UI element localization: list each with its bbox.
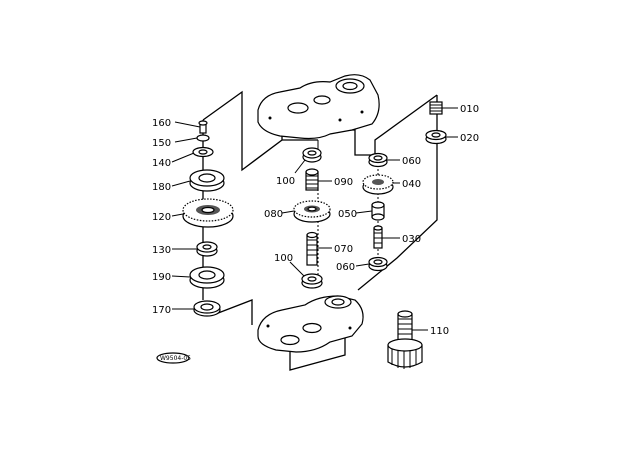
callout-070: 070	[334, 244, 353, 255]
callout-160: 160	[152, 118, 171, 129]
part-150-nut	[196, 134, 210, 142]
part-130-collar	[196, 241, 218, 257]
reference-tag: W9504-05	[156, 352, 191, 364]
callout-060-upper: 060	[402, 156, 421, 167]
callout-labels: 160 150 140 180 120 130 190 170 100 090 …	[152, 104, 479, 337]
part-110-pinion-shaft	[387, 310, 423, 369]
callout-100-lower: 100	[274, 253, 293, 264]
callout-110: 110	[430, 326, 449, 337]
callout-140: 140	[152, 158, 171, 169]
leader-lines	[171, 107, 458, 331]
callout-040: 040	[402, 179, 421, 190]
part-100-upper-bearing	[302, 147, 322, 163]
part-060-lower-bearing	[368, 256, 388, 272]
callout-010: 010	[460, 104, 479, 115]
part-190-bearing	[189, 266, 225, 289]
part-010-spring	[429, 101, 443, 115]
part-070-shaft	[306, 231, 318, 266]
callout-020: 020	[460, 133, 479, 144]
callout-030: 030	[402, 234, 421, 245]
callout-120: 120	[152, 212, 171, 223]
part-160-bolt	[198, 120, 208, 134]
part-020-seal	[425, 129, 447, 145]
part-050-sleeve	[371, 201, 385, 221]
callout-180: 180	[152, 182, 171, 193]
callout-080: 080	[264, 209, 283, 220]
lower-housing-base	[257, 295, 364, 353]
part-040-gear	[362, 174, 394, 195]
part-140-washer	[192, 146, 214, 158]
part-100-lower-bearing	[301, 273, 323, 289]
part-180-bearing	[189, 169, 225, 192]
callout-090: 090	[334, 177, 353, 188]
callout-060-lower: 060	[336, 262, 355, 273]
part-060-upper-bearing	[368, 152, 388, 168]
part-090-needle-bearing	[305, 168, 319, 191]
callout-130: 130	[152, 245, 171, 256]
callout-150: 150	[152, 138, 171, 149]
part-030-shaft	[373, 225, 383, 249]
callout-050: 050	[338, 209, 357, 220]
reference-tag-text: W9504-05	[160, 355, 191, 362]
part-120-gear	[182, 198, 234, 228]
callout-100-upper: 100	[276, 176, 295, 187]
callout-190: 190	[152, 272, 171, 283]
upper-housing-cover	[257, 74, 380, 140]
part-080-gear	[293, 200, 331, 223]
part-170-seal	[193, 300, 221, 317]
callout-170: 170	[152, 305, 171, 316]
